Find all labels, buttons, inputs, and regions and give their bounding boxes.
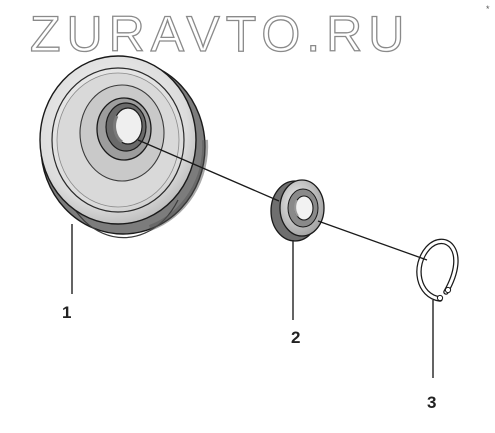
retaining-ring <box>416 238 459 302</box>
corner-mark: * <box>486 4 490 14</box>
axis-line-pulley-bearing <box>137 139 280 202</box>
bearing <box>270 179 325 242</box>
axis-line-bearing-ring <box>317 220 428 261</box>
pulley <box>39 55 209 239</box>
callout-2: 2 <box>291 328 300 347</box>
callout-3: 3 <box>427 393 436 412</box>
callout-1: 1 <box>62 303 71 322</box>
watermark-text: ZURAVTO.RU <box>30 6 410 62</box>
